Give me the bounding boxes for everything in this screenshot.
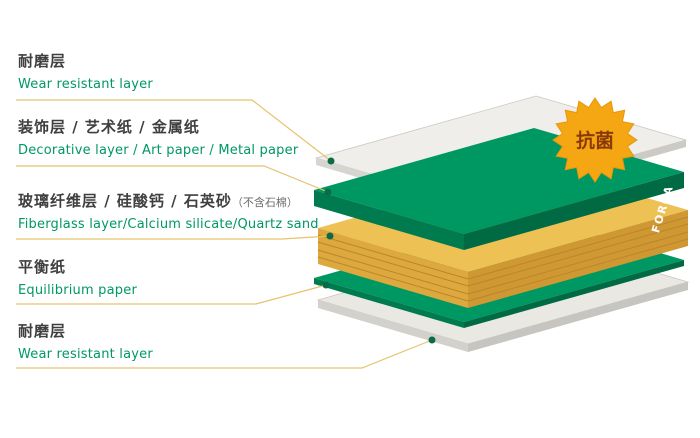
core-sheet-lines xyxy=(317,216,689,302)
label-zh-core: 玻璃纤维层 / 硅酸钙 / 石英砂（不含石棉） xyxy=(18,192,319,210)
leader-line-wear-bottom xyxy=(16,339,433,369)
label-en-core: Fiberglass layer/Calcium silicate/Quartz… xyxy=(18,217,319,232)
leader-lines xyxy=(16,99,433,369)
label-zh-wear-bottom: 耐磨层 xyxy=(18,322,67,340)
leader-line-equilibrium xyxy=(16,284,327,305)
label-en-wear-top: Wear resistant layer xyxy=(18,77,153,92)
leader-line-core xyxy=(16,235,331,240)
dot-wear-bottom xyxy=(428,336,436,344)
leader-line-decorative xyxy=(16,165,329,193)
label-en-decorative: Decorative layer / Art paper / Metal pap… xyxy=(18,143,299,158)
starburst-icon xyxy=(552,97,638,183)
dot-core xyxy=(326,232,334,240)
label-zh-core-main: 玻璃纤维层 / 硅酸钙 / 石英砂 xyxy=(18,192,232,210)
label-en-equilibrium: Equilibrium paper xyxy=(18,283,137,298)
leader-dots xyxy=(322,157,436,344)
label-zh-decorative: 装饰层 / 艺术纸 / 金属纸 xyxy=(18,118,200,136)
label-zh-wear-top: 耐磨层 xyxy=(18,52,67,70)
label-block-wear-bottom: 耐磨层 Wear resistant layer xyxy=(18,322,153,362)
label-block-decorative: 装饰层 / 艺术纸 / 金属纸 Decorative layer / Art p… xyxy=(18,118,298,158)
label-zh-equilibrium: 平衡纸 xyxy=(18,258,67,276)
label-block-wear-top: 耐磨层 Wear resistant layer xyxy=(18,52,153,92)
label-zh-core-note: （不含石棉） xyxy=(231,196,298,209)
label-block-core: 玻璃纤维层 / 硅酸钙 / 石英砂（不含石棉） Fiberglass layer… xyxy=(18,192,319,232)
label-en-wear-bottom: Wear resistant layer xyxy=(18,347,153,362)
leader-line-wear-top xyxy=(16,99,332,162)
label-block-equilibrium: 平衡纸 Equilibrium paper xyxy=(18,258,137,298)
antibacterial-badge-label: 抗菌 xyxy=(576,129,614,152)
antibacterial-badge: 抗菌 xyxy=(552,97,638,183)
dot-wear-top xyxy=(327,157,335,165)
dot-decorative xyxy=(324,188,332,196)
dot-equilibrium xyxy=(322,281,330,289)
